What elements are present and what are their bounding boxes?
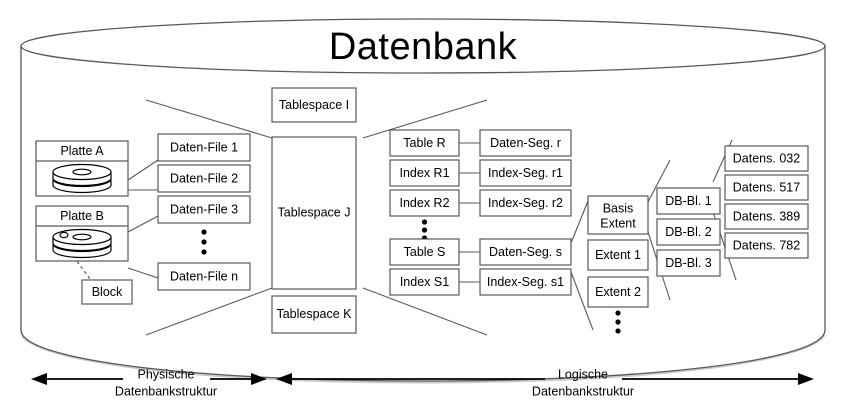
link-platte-b-filen (127, 267, 159, 279)
axis-physical: Physische Datenbankstruktur (31, 367, 267, 398)
axis-physical-label-line2: Datenbankstruktur (115, 384, 217, 398)
db-block-label: DB-Bl. 1 (665, 194, 712, 208)
object-item-table-s[interactable]: Table S (389, 238, 460, 266)
object-label: Table R (403, 136, 445, 150)
fan-line-segment-extent-bottom (570, 271, 594, 331)
data-file-label: Daten-File 1 (170, 140, 238, 154)
data-file-label: Daten-File 3 (170, 202, 238, 216)
tablespace-list: Tablespace I Tablespace J Tablespace K (271, 87, 357, 334)
record-item-517[interactable]: Datens. 517 (724, 174, 809, 201)
link-platte-b-file3 (127, 215, 159, 233)
record-label: Datens. 782 (733, 238, 800, 252)
axis-logical-right-arrowhead (798, 373, 814, 385)
axis-logical: Logische Datenbankstruktur (276, 367, 814, 398)
block-frame (81, 279, 133, 305)
axis-logical-label-line1: Logische (558, 367, 608, 381)
platte-a-label: Platte A (60, 144, 104, 158)
object-label: Index S1 (400, 275, 449, 289)
page-title: Datenbank (329, 26, 518, 68)
fan-line-extent-block-top (647, 159, 671, 203)
link-platte-a-file1 (127, 159, 159, 181)
extent-label: Extent 2 (595, 285, 641, 299)
db-block-item-2[interactable]: DB-Bl. 2 (656, 218, 721, 246)
data-file-list: Daten-File 1 Daten-File 2 Daten-File 3 D… (157, 133, 251, 291)
object-item-index-r2[interactable]: Index R2 (389, 189, 460, 217)
tablespace-item-k[interactable]: Tablespace K (271, 295, 357, 334)
axis-logical-label-line2: Datenbankstruktur (532, 384, 634, 398)
object-ellipsis-icon (421, 219, 428, 241)
tablespace-label: Tablespace J (278, 205, 351, 219)
record-item-389[interactable]: Datens. 389 (724, 203, 809, 230)
db-block-label: DB-Bl. 2 (665, 225, 712, 239)
tablespace-label: Tablespace I (279, 98, 349, 112)
data-file-item[interactable]: Daten-File 3 (157, 195, 251, 224)
db-block-label: DB-Bl. 3 (665, 256, 712, 270)
tablespace-label: Tablespace K (276, 307, 352, 321)
data-file-label: Daten-File n (170, 269, 238, 283)
segment-label: Index-Seg. r2 (488, 196, 563, 210)
object-label: Index R2 (399, 196, 449, 210)
record-label: Datens. 032 (733, 151, 800, 165)
extent-item-2[interactable]: Extent 2 (587, 276, 649, 308)
extent-item-basis[interactable]: Basis Extent (587, 195, 649, 235)
fan-line-physical-bottom (145, 287, 273, 336)
extent-label-line2: Extent (600, 216, 636, 230)
axis-physical-label-line1: Physische (138, 367, 195, 381)
block-box[interactable]: Block (81, 279, 133, 305)
segment-list: Daten-Seg. r Index-Seg. r1 Index-Seg. r2… (479, 129, 572, 296)
segment-label: Daten-Seg. r (490, 136, 561, 150)
record-label: Datens. 389 (733, 209, 800, 223)
disk-platter-icon (52, 163, 112, 194)
data-file-item[interactable]: Daten-File 1 (157, 133, 251, 162)
extent-label: Extent 1 (595, 248, 641, 262)
data-file-item[interactable]: Daten-File 2 (157, 164, 251, 193)
segment-item-index-r2[interactable]: Index-Seg. r2 (479, 189, 572, 217)
object-item-index-s1[interactable]: Index S1 (389, 268, 460, 296)
segment-item-index-r1[interactable]: Index-Seg. r1 (479, 159, 572, 187)
object-item-index-r1[interactable]: Index R1 (389, 159, 460, 187)
record-item-032[interactable]: Datens. 032 (724, 145, 809, 172)
tablespace-item-i[interactable]: Tablespace I (271, 87, 357, 123)
fan-line-logical-top (362, 99, 488, 139)
record-label: Datens. 517 (733, 180, 800, 194)
axis-physical-left-arrowhead (31, 373, 47, 385)
platte-b-label: Platte B (60, 209, 104, 223)
db-block-list: DB-Bl. 1 DB-Bl. 2 DB-Bl. 3 (656, 187, 721, 277)
axis-physical-right-arrowhead (251, 373, 267, 385)
data-file-label: Daten-File 2 (170, 171, 238, 185)
data-file-ellipsis-icon (201, 229, 207, 255)
extent-list: Basis Extent Extent 1 Extent 2 (587, 195, 649, 334)
fan-line-segment-extent-top (570, 195, 591, 244)
segment-item-daten-s[interactable]: Daten-Seg. s (479, 238, 572, 266)
disk-platte-b[interactable]: Platte B (35, 205, 129, 262)
db-block-item-3[interactable]: DB-Bl. 3 (656, 249, 721, 277)
extent-label-line1: Basis (603, 201, 634, 215)
axis-logical-left-arrowhead (276, 373, 292, 385)
fan-line-physical-top (145, 99, 273, 139)
extent-item-1[interactable]: Extent 1 (587, 239, 649, 271)
extent-ellipsis-icon (615, 310, 621, 334)
object-item-table-r[interactable]: Table R (389, 129, 460, 157)
record-list: Datens. 032 Datens. 517 Datens. 389 Date… (724, 145, 809, 259)
disk-sector-marker-icon (59, 231, 69, 239)
fan-line-logical-bottom (362, 287, 488, 336)
cylinder-top-ellipse (20, 18, 826, 74)
object-label: Table S (404, 245, 446, 259)
object-list: Table R Index R1 Index R2 Table S I (389, 129, 460, 296)
db-block-item-1[interactable]: DB-Bl. 1 (656, 187, 721, 215)
segment-label: Index-Seg. s1 (487, 275, 564, 289)
segment-label: Index-Seg. r1 (488, 166, 563, 180)
tablespace-item-j[interactable]: Tablespace J (271, 136, 357, 290)
disk-platte-a[interactable]: Platte A (35, 140, 129, 197)
disk-platter-icon (52, 228, 112, 259)
connector-lines (69, 99, 737, 336)
block-label: Block (92, 285, 123, 299)
segment-item-index-s1[interactable]: Index-Seg. s1 (479, 268, 572, 296)
segment-item-daten-r[interactable]: Daten-Seg. r (479, 129, 572, 157)
data-file-item[interactable]: Daten-File n (157, 262, 251, 291)
object-label: Index R1 (399, 166, 449, 180)
record-item-782[interactable]: Datens. 782 (724, 232, 809, 259)
segment-label: Daten-Seg. s (489, 245, 562, 259)
